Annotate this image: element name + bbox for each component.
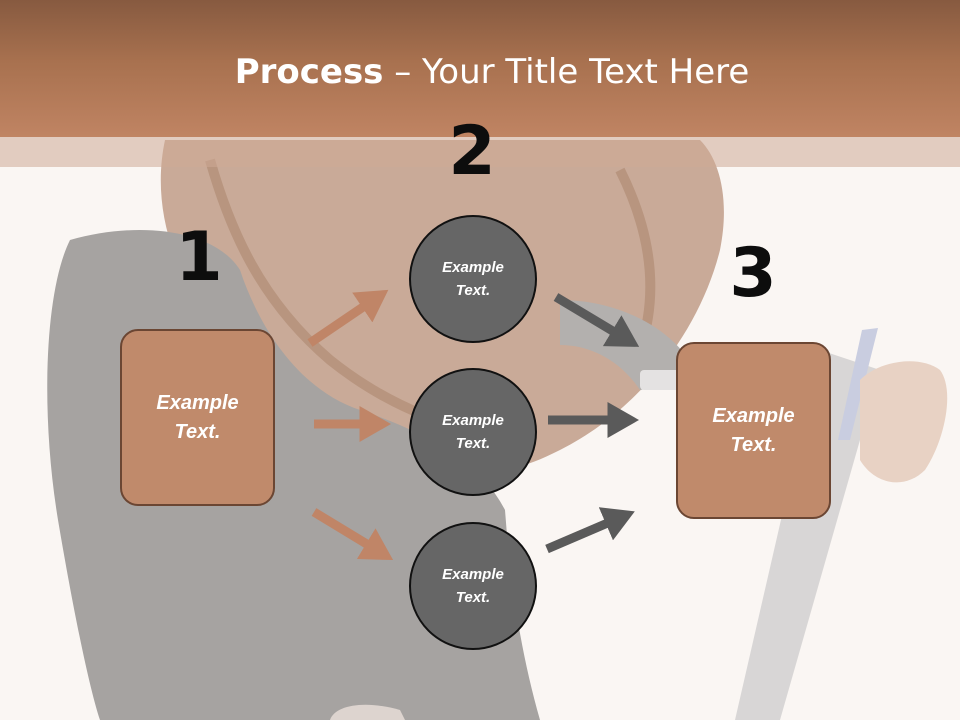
process-box-left-text: Example Text.	[156, 389, 238, 447]
process-circle-top: Example Text.	[409, 215, 537, 343]
arrow-circle-top-to-box3	[553, 293, 640, 347]
process-box-right-line1: Example	[712, 404, 795, 427]
process-circle-middle-text: Example Text.	[442, 409, 504, 455]
process-circle-middle-line1: Example	[442, 412, 504, 429]
process-box-right-line2: Text.	[730, 433, 777, 456]
process-circle-bottom: Example Text.	[409, 522, 537, 650]
title-bar-strip	[0, 137, 960, 167]
arrow-box1-to-circle-bottom	[311, 508, 394, 561]
process-circle-bottom-text: Example Text.	[442, 563, 504, 609]
process-box-left: Example Text.	[120, 329, 275, 506]
arrow-box1-to-circle-top	[307, 289, 389, 347]
process-circle-bottom-line2: Text.	[455, 589, 491, 606]
title-rest: – Your Title Text Here	[383, 52, 750, 92]
title-bar	[0, 0, 960, 137]
process-circle-top-line1: Example	[442, 259, 504, 276]
step-number-2: 2	[448, 112, 496, 191]
process-box-left-line1: Example	[156, 391, 239, 414]
process-box-right-text: Example Text.	[712, 402, 794, 460]
title-bold: Process	[234, 52, 384, 92]
process-circle-middle: Example Text.	[409, 368, 537, 496]
process-circle-bottom-line1: Example	[442, 566, 504, 583]
step-number-3: 3	[729, 234, 777, 313]
process-box-left-line2: Text.	[174, 420, 221, 443]
process-circle-middle-line2: Text.	[455, 435, 491, 452]
process-circle-top-text: Example Text.	[442, 256, 504, 302]
process-box-right: Example Text.	[676, 342, 831, 519]
step-number-1: 1	[175, 218, 223, 297]
arrow-circle-bottom-to-box3	[545, 507, 635, 554]
slide-title: Process – Your Title Text Here	[0, 52, 960, 92]
process-circle-top-line2: Text.	[455, 282, 491, 299]
